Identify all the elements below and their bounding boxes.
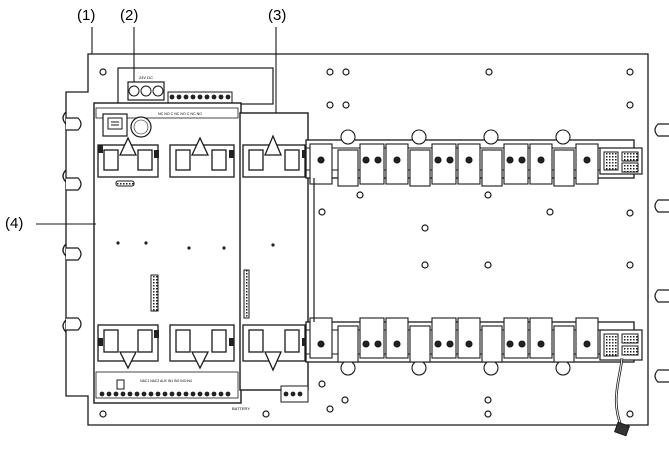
connector-plug-icon xyxy=(614,357,630,437)
upper-rail xyxy=(305,129,643,187)
right-edge-slots xyxy=(654,123,669,383)
svg-text:NAC1 NAC2 AUX IN1 IN2 IN3: NAC1 NAC2 AUX IN1 IN2 IN3 IN4 xyxy=(140,379,192,383)
svg-text:NC NO C NC NO C NC NO: NC NO C NC NO C NC NO xyxy=(158,112,202,116)
main-board: NC NO C NC NO C NC NO xyxy=(93,102,250,411)
board-bottom-connectors xyxy=(97,324,235,370)
led-strip xyxy=(115,180,135,187)
ribbon-header xyxy=(150,274,159,312)
left-edge-slots xyxy=(66,117,82,331)
callout-leaders xyxy=(36,27,277,225)
round-sounder-icon xyxy=(130,116,152,138)
callout-3: (3) xyxy=(268,7,287,24)
psu-terminal-plate: 24V DC TROUBLE ALARM SUP xyxy=(117,67,274,117)
relay-terminals xyxy=(169,94,231,100)
callout-4: (4) xyxy=(5,215,24,232)
mounting-holes xyxy=(99,68,634,418)
expansion-board xyxy=(239,112,309,403)
field-terminals xyxy=(99,391,231,397)
callout-2: (2) xyxy=(120,7,139,24)
rj45-jack-icon xyxy=(102,113,128,137)
callout-1: (1) xyxy=(77,7,96,24)
lower-rail xyxy=(305,317,643,376)
battery-label: BATTERY xyxy=(232,406,250,411)
psu-block-label: 24V DC xyxy=(139,75,153,80)
board-top-connectors xyxy=(97,136,235,178)
